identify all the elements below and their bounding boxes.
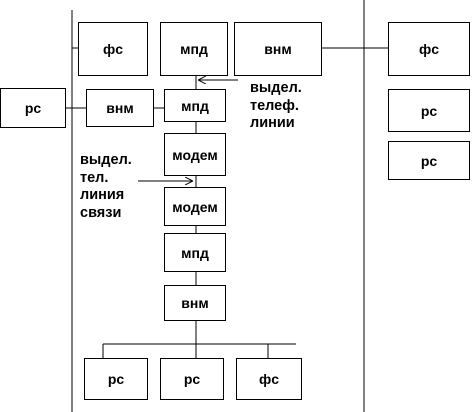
rs-bottom-block-1: рс <box>84 358 148 400</box>
rs-right-block-2: рс <box>388 141 470 180</box>
vnm-bottom-block: внм <box>164 285 226 321</box>
fs-bottom-block: фс <box>236 358 302 400</box>
rs-bottom-block-2: рс <box>160 358 224 400</box>
rs-left-block: рс <box>0 88 66 128</box>
mpd-lower-block: мпд <box>164 233 226 272</box>
fs-top-left-block: фс <box>78 22 148 76</box>
mpd-upper-block: мпд <box>164 89 226 122</box>
mpd-top-block: мпд <box>160 22 228 76</box>
phone-line-text-3: линии <box>250 115 295 131</box>
comm-line-text-1: выдел. <box>80 152 132 168</box>
rs-right-block-1: рс <box>388 89 470 132</box>
phone-line-annotation: выдел. телеф. линии <box>250 80 302 133</box>
vnm-left-block: внм <box>86 89 154 127</box>
modem-lower-block: модем <box>164 187 226 226</box>
vnm-top-block: внм <box>234 22 322 76</box>
phone-line-text-1: выдел. <box>250 80 302 96</box>
comm-line-text-2: тел. <box>80 169 109 186</box>
comm-line-text-3: линия <box>80 187 125 203</box>
fs-right-block: фс <box>388 22 470 76</box>
phone-line-text-2: телеф. <box>250 97 299 114</box>
comm-line-annotation: выдел. тел. линия связи <box>80 152 132 222</box>
comm-line-text-4: связи <box>80 204 122 221</box>
modem-upper-block: модем <box>164 133 226 176</box>
